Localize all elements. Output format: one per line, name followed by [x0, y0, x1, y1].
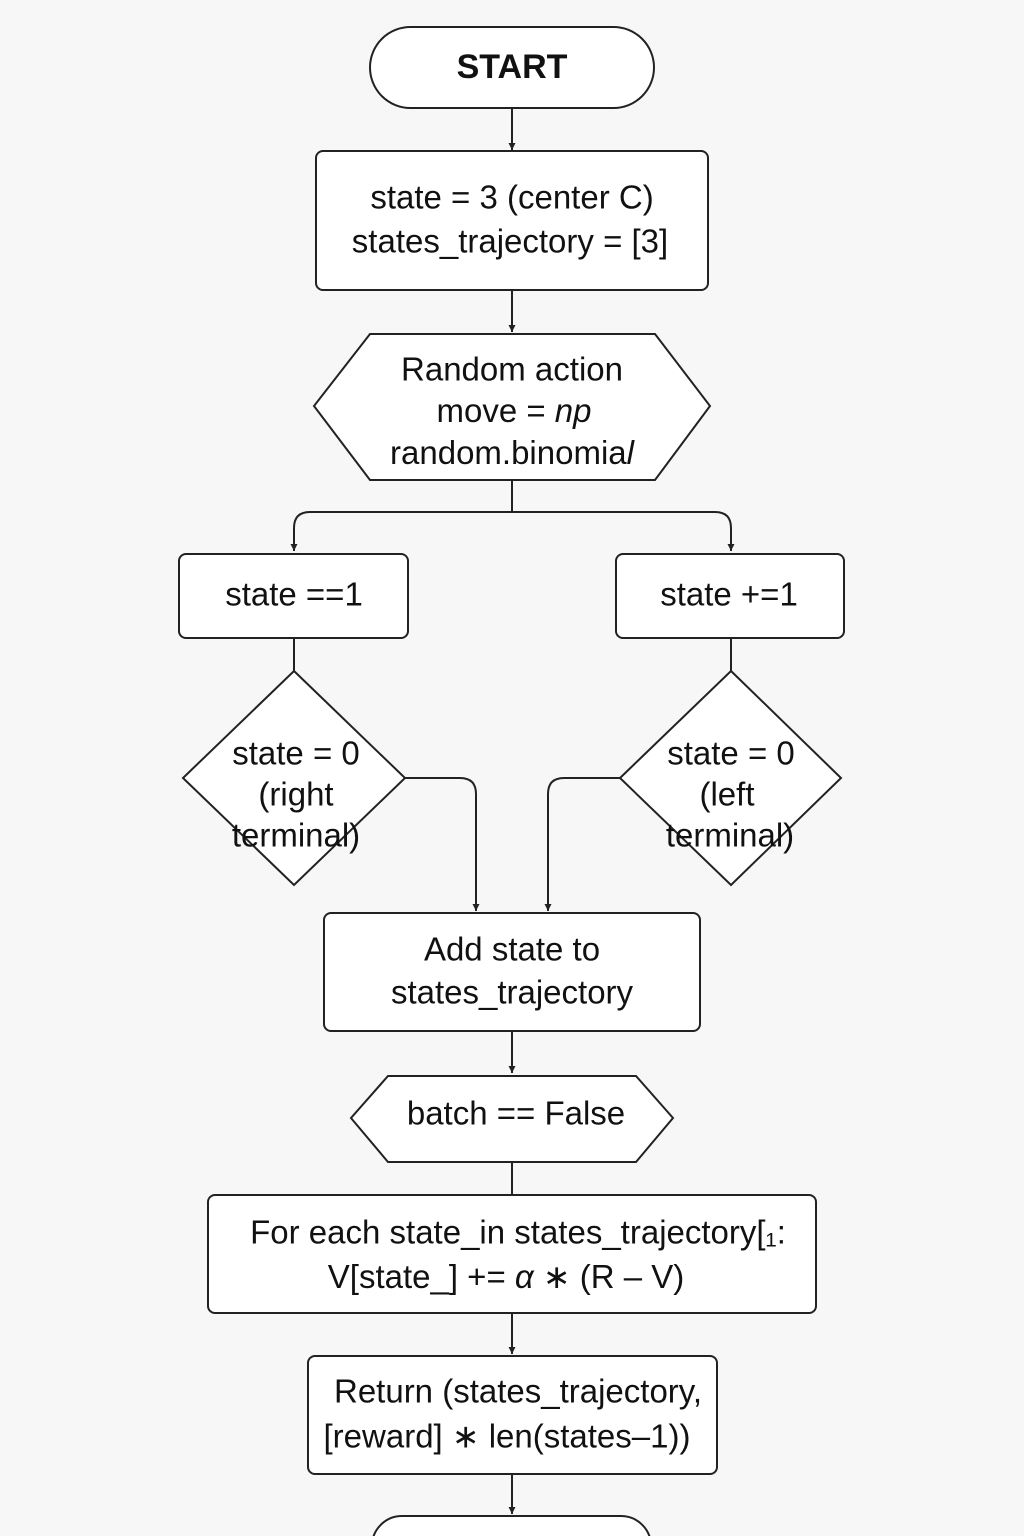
right-check-line-3: terminal): [666, 817, 794, 854]
left-check-line-2: (right: [258, 776, 333, 813]
add-state-line-2: states_trajectory: [391, 974, 634, 1011]
left-step-label: state ==1: [225, 576, 363, 613]
random-action-line-2-prefix: move =: [436, 392, 554, 429]
update-node: For each state_in states_trajectory[₁: V…: [207, 1194, 817, 1314]
right-step-label: state +=1: [660, 576, 798, 613]
random-action-line-2-italic: np: [555, 392, 592, 429]
random-action-line-2: move = np: [436, 392, 591, 429]
batch-check-label: batch == False: [407, 1095, 625, 1132]
left-check-line-3: terminal): [232, 817, 360, 854]
edge-left-check-to-add: [405, 777, 480, 911]
edge-random-to-right-step: [512, 511, 735, 551]
edge-random-to-left-step: [290, 480, 513, 551]
random-action-line-3-italic: l: [627, 434, 636, 471]
update-line-1: For each state_in states_trajectory[₁:: [250, 1214, 786, 1251]
return-node: Return (states_trajectory, [reward] ∗ le…: [307, 1355, 718, 1475]
init-line-2: states_trajectory = [3]: [352, 223, 668, 260]
update-line-2: V[state_] += α ∗ (R – V): [328, 1258, 684, 1295]
start-node: START: [369, 26, 655, 109]
update-line-2-b: ∗ (R – V): [534, 1258, 685, 1295]
return-line-1: Return (states_trajectory,: [334, 1373, 702, 1410]
edge-right-check-to-add: [544, 777, 620, 911]
left-check-line-1: state = 0: [232, 735, 360, 772]
init-line-1: state = 3 (center C): [370, 179, 653, 216]
right-step-node: state +=1: [615, 553, 845, 639]
add-state-node: Add state to states_trajectory: [323, 912, 701, 1032]
batch-check-node: batch == False: [349, 1075, 675, 1163]
right-check-node: state = 0 (left terminal): [618, 669, 843, 887]
random-action-line-1: Random action: [401, 351, 623, 388]
random-action-line-3-prefix: random.binomia: [390, 434, 627, 471]
end-node: [372, 1515, 651, 1536]
right-check-line-1: state = 0: [667, 735, 795, 772]
right-check-line-2: (left: [699, 776, 754, 813]
random-action-node: Random action move = np random.binomial: [312, 333, 712, 481]
start-label: START: [457, 48, 568, 86]
left-step-node: state ==1: [178, 553, 409, 639]
update-line-2-a: V[state_] +=: [328, 1258, 515, 1295]
left-check-node: state = 0 (right terminal): [181, 669, 407, 887]
return-line-2: [reward] ∗ len(states–1)): [324, 1418, 691, 1455]
random-action-line-3: random.binomial: [390, 434, 636, 471]
init-node: state = 3 (center C) states_trajectory =…: [315, 150, 709, 291]
add-state-line-1: Add state to: [424, 931, 600, 968]
update-alpha: α: [515, 1258, 535, 1295]
